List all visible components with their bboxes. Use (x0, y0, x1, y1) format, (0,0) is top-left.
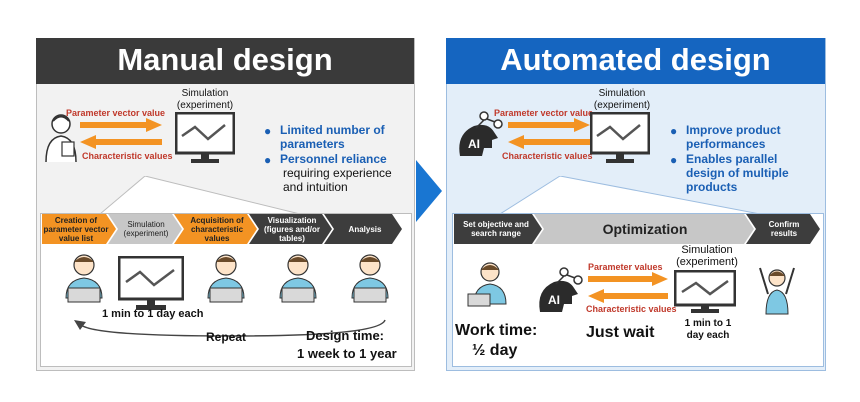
repeat-arrow (74, 319, 386, 337)
automated-param-label: Parameter vector value (494, 108, 594, 118)
manual-char-label: Characteristic values (82, 151, 173, 161)
automated-work-time-1: Work time: (455, 322, 538, 339)
manual-char-arrow (80, 135, 162, 149)
manual-bullet1-dot: ● (264, 124, 272, 138)
automated-step-chevrons (454, 214, 820, 244)
automated-step-confirm: Confirm results (768, 220, 800, 238)
worker-stressed-icon (351, 254, 389, 303)
automated-monitor-icon (590, 112, 650, 163)
svg-text:AI: AI (548, 293, 560, 307)
manual-sim-label: Simulation (experiment) (176, 88, 234, 111)
manual-param-label: Parameter vector value (66, 108, 166, 118)
automated-bullet1-dot: ● (670, 124, 678, 138)
automated-bullet2-dot: ● (670, 153, 678, 167)
automated-param-values-label: Parameter values (588, 262, 663, 272)
ai-network-icon-2: AI (539, 267, 583, 312)
automated-param-values-arrow (588, 272, 668, 286)
automated-bullet2: Enables parallel design of multiple prod… (686, 152, 789, 194)
automated-callout-triangle (500, 176, 760, 214)
automated-step-set: Set objective and search range (463, 220, 529, 238)
manual-bullet2-dot: ● (264, 153, 272, 167)
manual-callout-triangle (100, 176, 300, 214)
automated-bullet1: Improve product performances (686, 123, 781, 151)
manual-step-chevrons (42, 214, 402, 244)
automated-char-values-label: Characteristic values (586, 304, 677, 314)
worker-laptop-icon-2 (207, 254, 245, 303)
automated-just-wait: Just wait (586, 324, 655, 341)
person-thinking-icon (45, 114, 77, 163)
automated-monitor-icon-2 (674, 270, 736, 313)
transition-arrow-icon (416, 160, 442, 222)
manual-title: Manual design (117, 42, 333, 77)
svg-text:AI: AI (468, 137, 480, 151)
automated-title: Automated design (500, 42, 771, 77)
automated-sim-label-2: Simulation (experiment) (676, 244, 738, 268)
manual-step-4: Visualization (figures and/or tables) (263, 215, 320, 243)
manual-step-5: Analysis (348, 224, 382, 234)
manual-bullet1: Limited number of parameters (280, 123, 385, 151)
manual-bullet2-sub: requiring experience and intuition (283, 166, 392, 194)
automated-char-values-arrow (588, 289, 668, 303)
monitor-icon (175, 112, 235, 163)
manual-header: Manual design (36, 38, 414, 84)
manual-step-1: Creation of parameter vector value list (43, 215, 109, 243)
automated-sim-label: Simulation (experiment) (593, 88, 651, 111)
manual-step-3: Acquisition of characteristic values (190, 215, 244, 243)
manual-time-each: 1 min to 1 day each (102, 308, 204, 320)
automated-char-arrow (508, 135, 590, 149)
manual-step-2: Simulation (experiment) (123, 220, 169, 238)
automated-work-time-2: ½ day (472, 342, 518, 359)
monitor-icon-2 (118, 256, 184, 310)
automated-step-optimization: Optimization (602, 220, 688, 237)
worker-laptop-icon (65, 254, 103, 303)
ai-network-icon: AI (459, 111, 503, 156)
person-cheering-icon (759, 267, 795, 315)
person-relaxing-icon (467, 262, 507, 307)
worker-thinking-icon (279, 254, 317, 303)
manual-design-time-2: 1 week to 1 year (297, 346, 397, 361)
manual-bullet2: Personnel reliance (280, 152, 387, 166)
automated-header: Automated design (446, 38, 825, 84)
automated-char-label: Characteristic values (502, 151, 593, 161)
automated-param-arrow (508, 118, 590, 132)
manual-repeat: Repeat (206, 330, 247, 344)
manual-param-arrow (80, 118, 162, 132)
manual-design-time-1: Design time: (306, 328, 385, 343)
automated-time-each: 1 min to 1 day each (684, 318, 732, 341)
